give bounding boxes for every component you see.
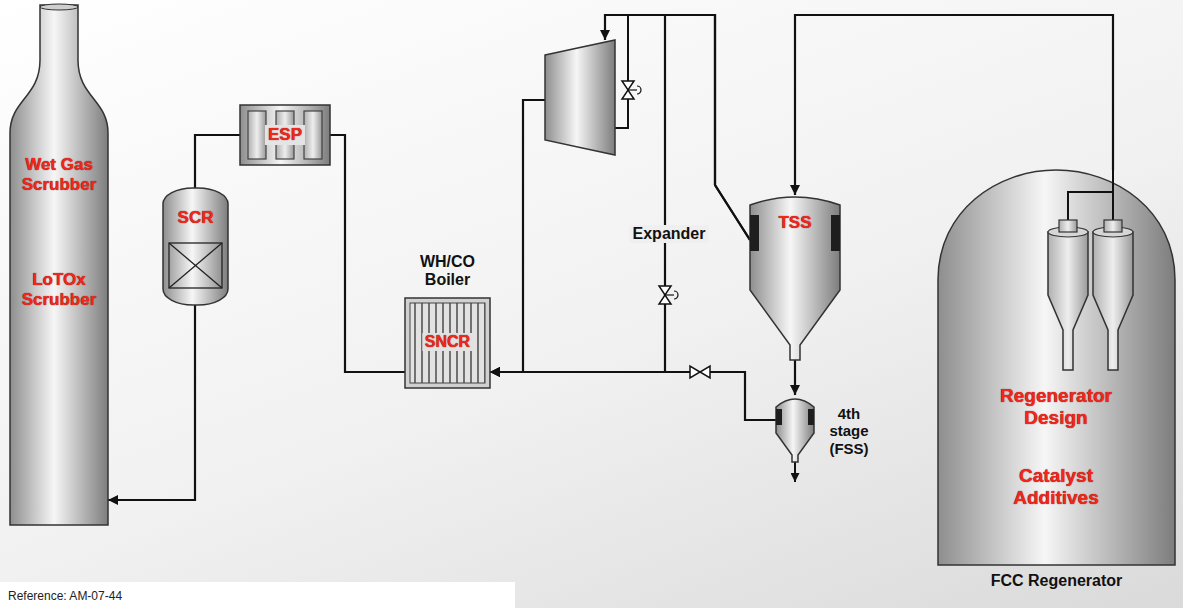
fcc-regenerator: Regenerator DesignCatalyst AdditivesFCC … <box>938 170 1175 565</box>
flue-gas-line <box>795 15 1113 195</box>
flue-gas-line <box>108 305 195 500</box>
flue-gas-line <box>195 135 240 188</box>
component-label: TSS <box>775 213 814 233</box>
scrubber-stack-outline <box>10 5 108 525</box>
component-label: Regenerator Design <box>976 385 1136 429</box>
component-label: ESP <box>265 125 305 145</box>
valve <box>622 81 641 99</box>
flue-gas-line <box>490 372 776 420</box>
reference-note: Reference: AM-07-44 <box>8 589 122 603</box>
flue-gas-line <box>490 100 545 372</box>
flue-gas-line <box>490 15 750 372</box>
scr-reactor: SCR <box>163 188 228 305</box>
reference-band <box>0 582 515 608</box>
tss-separator: TSS <box>750 195 840 360</box>
valve <box>659 286 678 304</box>
component-note: FCC Regenerator <box>938 572 1175 590</box>
component-note: SNCR <box>422 333 473 351</box>
component-note: Catalyst Additives <box>976 465 1136 509</box>
component-label: 4th stage (FSS) <box>822 405 876 457</box>
flue-gas-line <box>330 135 405 372</box>
component-label: WH/CO Boiler <box>400 253 495 290</box>
component-label: Expander <box>630 225 709 243</box>
component-note: LoTOx Scrubber <box>10 270 108 309</box>
expander-turbine: Expander <box>545 40 615 155</box>
scrubber-stack: Wet Gas ScrubberLoTOx Scrubber <box>10 5 108 525</box>
component-label: Wet Gas Scrubber <box>10 155 108 194</box>
flue-gas-line <box>794 360 796 395</box>
valve <box>690 366 710 378</box>
fss-separator: 4th stage (FSS) <box>776 395 814 462</box>
underflow-arrow <box>794 462 796 482</box>
bypass-line <box>615 15 628 128</box>
expander-turbine-outline <box>545 40 615 155</box>
esp-box: ESP <box>240 105 330 165</box>
fss-separator-outline <box>776 395 814 462</box>
boiler-box: WH/CO BoilerSNCR <box>405 298 490 388</box>
scr-reactor-outline <box>163 188 228 305</box>
component-label: SCR <box>175 208 217 228</box>
